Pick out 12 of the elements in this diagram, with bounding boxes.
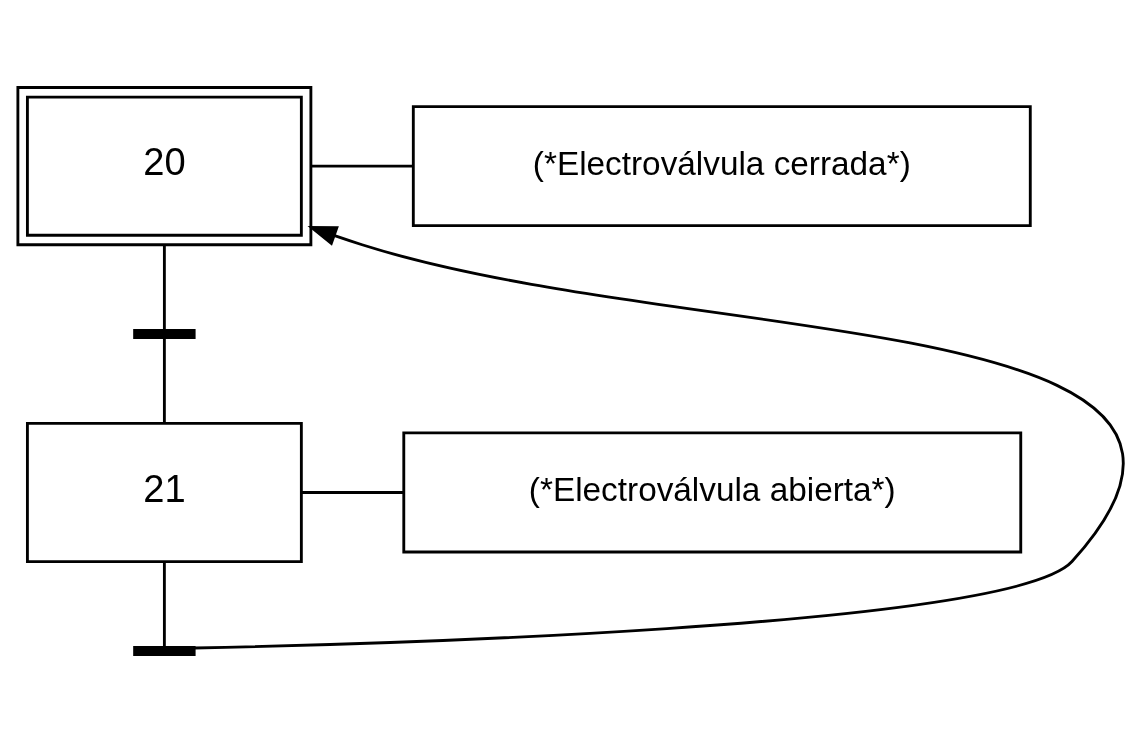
connector <box>162 338 166 423</box>
arrow <box>194 226 1123 650</box>
node-bar <box>133 645 196 656</box>
node-box: 20 <box>16 86 313 247</box>
node-box: (*Electroválvula abierta*) <box>402 431 1023 554</box>
node-bar <box>133 329 196 340</box>
connector <box>301 491 404 494</box>
connector <box>162 561 166 647</box>
connector <box>311 164 414 168</box>
node-box: 21 <box>26 422 303 563</box>
node-box: (*Electroválvula cerrada*) <box>411 105 1032 228</box>
connector <box>162 245 166 330</box>
